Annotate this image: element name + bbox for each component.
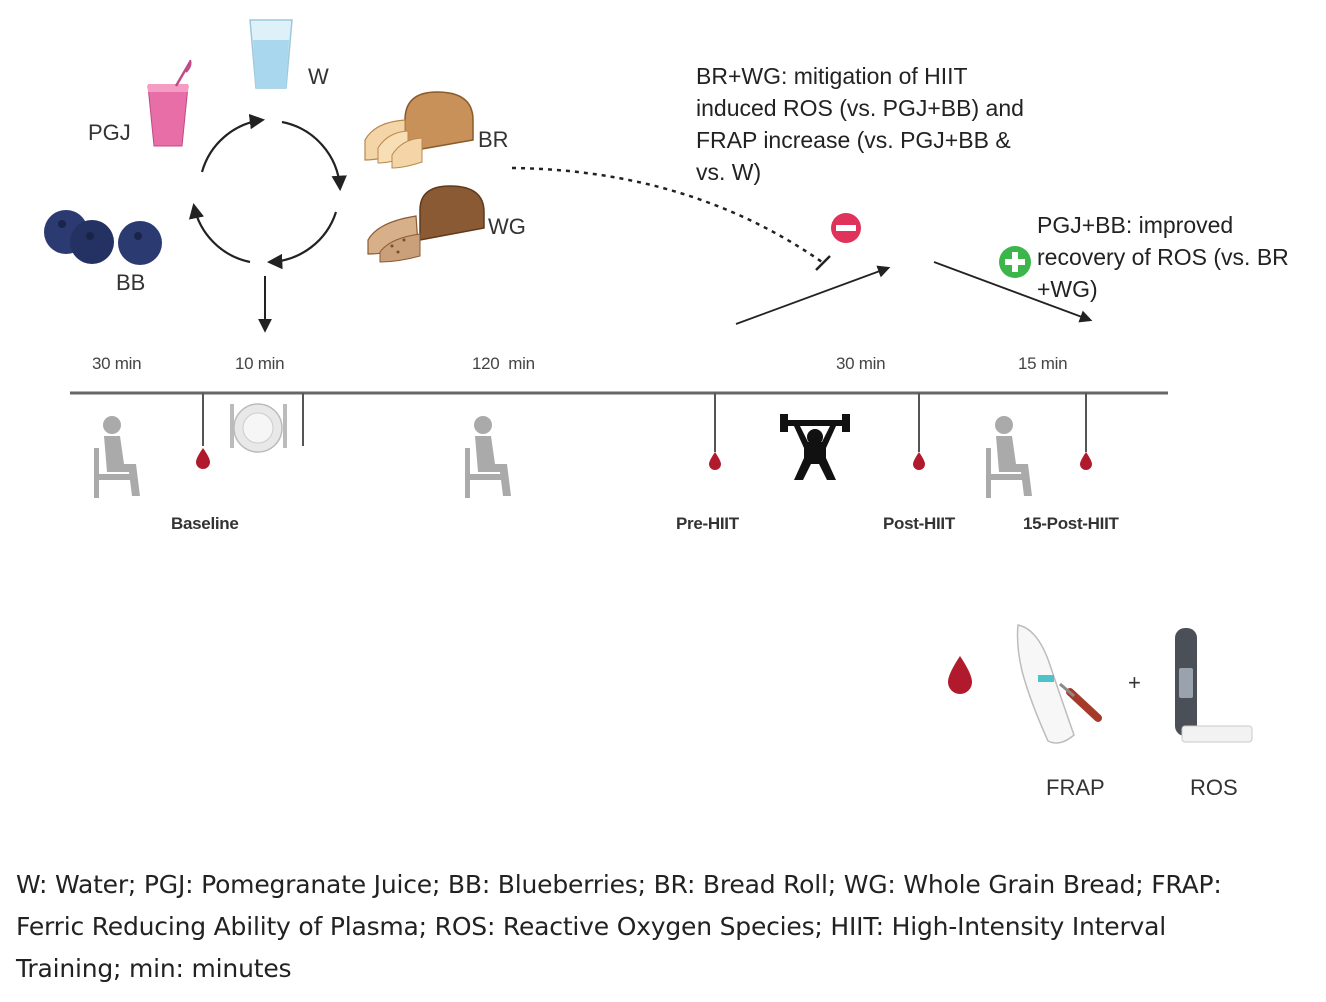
duration-label: 30 min <box>92 354 142 373</box>
timepoint-ticks <box>202 393 1087 452</box>
minus-icon <box>831 213 861 243</box>
ros-increase-arrow <box>735 265 891 325</box>
seated-person-icon <box>986 416 1032 498</box>
blueberries-icon <box>44 210 162 265</box>
annotation-line: induced ROS (vs. PGJ+BB) and <box>696 95 1024 121</box>
stage-baseline: Baseline <box>171 514 239 533</box>
label-blueberries: BB <box>116 270 146 295</box>
plus-icon <box>999 246 1031 278</box>
weightlifter-icon <box>780 414 850 480</box>
legend-line: Training; min: minutes <box>16 954 292 983</box>
stage-post-hiit: Post-HIIT <box>883 514 955 533</box>
label-water: W <box>308 64 329 89</box>
label-ros: ROS <box>1190 775 1238 800</box>
duration-label: 15 min <box>1018 354 1068 373</box>
label-whole-grain: WG <box>488 214 526 239</box>
annotation-line: vs. W) <box>696 159 762 185</box>
venous-draw-icon <box>1016 624 1102 744</box>
blood-drop-icon <box>948 656 972 694</box>
abbreviation-legend: W: Water; PGJ: Pomegranate Juice; BB: Bl… <box>16 864 1316 990</box>
label-bread-roll: BR <box>478 127 509 152</box>
rotation-cycle-icon <box>188 113 347 270</box>
plus-sign: + <box>1128 670 1141 695</box>
bread-roll-icon <box>364 91 474 169</box>
pomegranate-juice-icon <box>147 59 192 147</box>
annotation-line: +WG) <box>1037 276 1098 302</box>
label-frap: FRAP <box>1046 775 1105 800</box>
stage-15-post-hiit: 15-Post-HIIT <box>1023 514 1119 533</box>
ros-analyzer-icon <box>1175 628 1253 743</box>
legend-line: W: Water; PGJ: Pomegranate Juice; BB: Bl… <box>16 870 1222 899</box>
stage-pre-hiit: Pre-HIIT <box>676 514 739 533</box>
annotation-line: PGJ+BB: improved <box>1037 212 1234 238</box>
plate-icon <box>230 403 287 453</box>
inhibition-dashed-line <box>511 166 831 271</box>
annotation-line: FRAP increase (vs. PGJ+BB & <box>696 127 1011 153</box>
seated-person-icon <box>94 416 140 498</box>
ros-decrease-arrow <box>933 261 1093 323</box>
annotation-mitigation: BR+WG: mitigation of HIIT induced ROS (v… <box>696 60 1024 188</box>
annotation-line: recovery of ROS (vs. BR <box>1037 244 1289 270</box>
duration-label: 10 min <box>235 354 285 373</box>
duration-label: 30 min <box>836 354 886 373</box>
whole-grain-bread-icon <box>367 185 485 263</box>
water-glass-icon <box>249 19 293 89</box>
label-juice: PGJ <box>88 120 131 145</box>
legend-line: Ferric Reducing Ability of Plasma; ROS: … <box>16 912 1167 941</box>
duration-label: 120 min <box>472 354 535 373</box>
annotation-recovery: PGJ+BB: improved recovery of ROS (vs. BR… <box>1037 209 1289 305</box>
seated-person-icon <box>465 416 511 498</box>
annotation-line: BR+WG: mitigation of HIIT <box>696 63 968 89</box>
blood-drop-icon <box>196 448 1092 470</box>
